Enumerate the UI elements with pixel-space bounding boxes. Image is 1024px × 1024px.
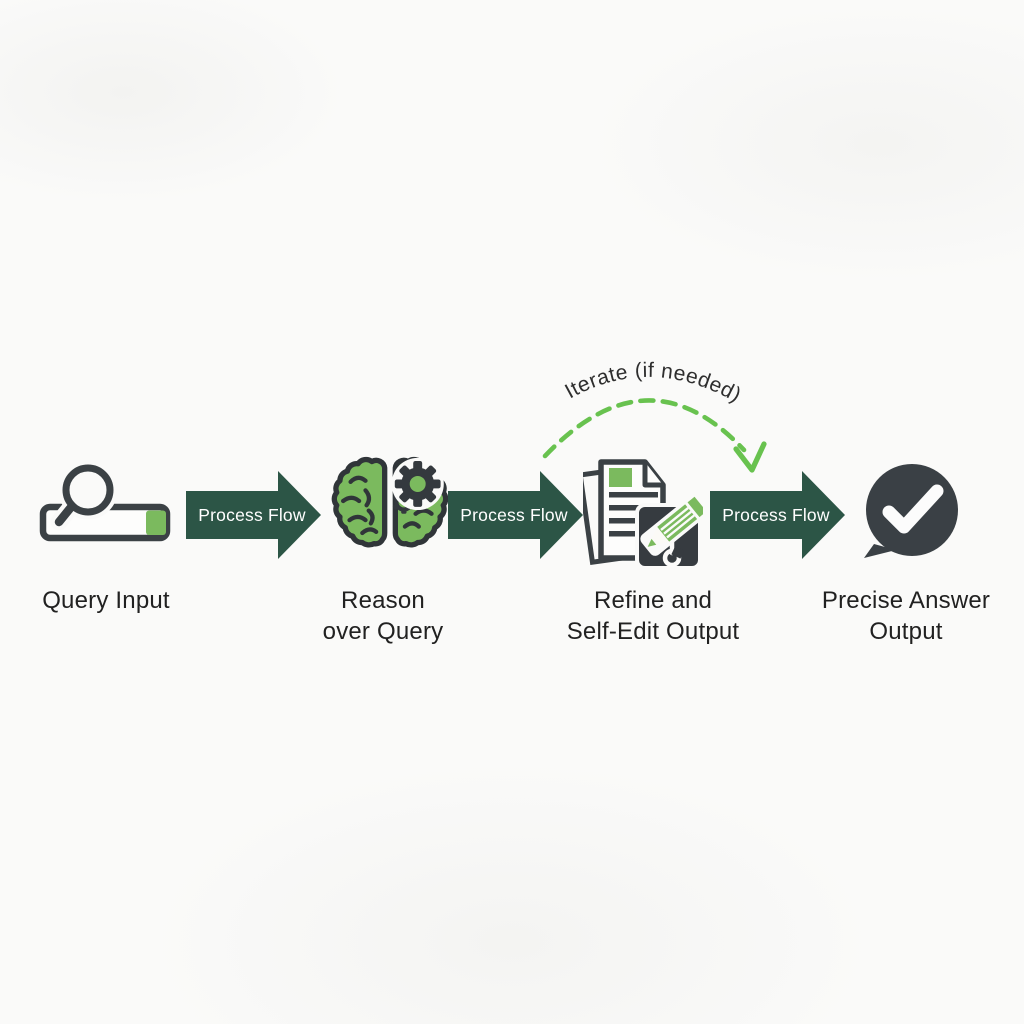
arrow-label: Process Flow bbox=[198, 504, 306, 525]
process-arrow-1: Process Flow bbox=[186, 470, 321, 560]
arrow-label: Process Flow bbox=[722, 504, 830, 525]
brain-gears-icon bbox=[331, 456, 449, 548]
arrow-label: Process Flow bbox=[460, 504, 568, 525]
page-green-block bbox=[609, 468, 632, 487]
label-line: Refine and bbox=[593, 587, 713, 614]
arrow-body bbox=[186, 491, 278, 539]
process-arrow-2: Process Flow bbox=[448, 470, 583, 560]
stage-label-precise-answer: Precise Answer Output bbox=[796, 585, 1016, 647]
magnifier-handle bbox=[54, 501, 77, 527]
process-arrow-3: Process Flow bbox=[710, 470, 845, 560]
gear-icon bbox=[394, 461, 441, 507]
document-pencil-icon bbox=[583, 459, 703, 570]
search-field-green-block bbox=[146, 510, 166, 535]
pencil-icon bbox=[640, 495, 703, 556]
iterate-label-text: Iterate (if needed) bbox=[561, 359, 745, 407]
speech-bubble-tail bbox=[864, 544, 896, 558]
label-line: Output bbox=[869, 618, 943, 645]
label-line: Reason bbox=[341, 587, 425, 614]
stage-label-query-input: Query Input bbox=[0, 585, 216, 616]
checkmark-icon bbox=[882, 484, 944, 534]
page-text-lines bbox=[609, 492, 658, 537]
arrow-head-icon bbox=[802, 471, 845, 559]
arrow-head-icon bbox=[278, 471, 321, 559]
arrow-body bbox=[710, 491, 802, 539]
arrow-head-icon bbox=[540, 471, 583, 559]
label-line: Self-Edit Output bbox=[566, 618, 740, 645]
speech-bubble-check-icon bbox=[864, 464, 958, 558]
page-fold-corner bbox=[642, 462, 663, 488]
label-line: Precise Answer bbox=[821, 587, 991, 614]
arrow-body bbox=[448, 491, 540, 539]
magnifier-glass bbox=[62, 464, 114, 516]
label-line: over Query bbox=[322, 618, 444, 645]
search-bar-icon bbox=[39, 460, 171, 542]
iterate-arrowhead-icon bbox=[733, 441, 767, 473]
label-line: Query Input bbox=[42, 587, 170, 614]
stage-label-refine: Refine and Self-Edit Output bbox=[543, 585, 763, 647]
stage-label-reason: Reason over Query bbox=[273, 585, 493, 647]
